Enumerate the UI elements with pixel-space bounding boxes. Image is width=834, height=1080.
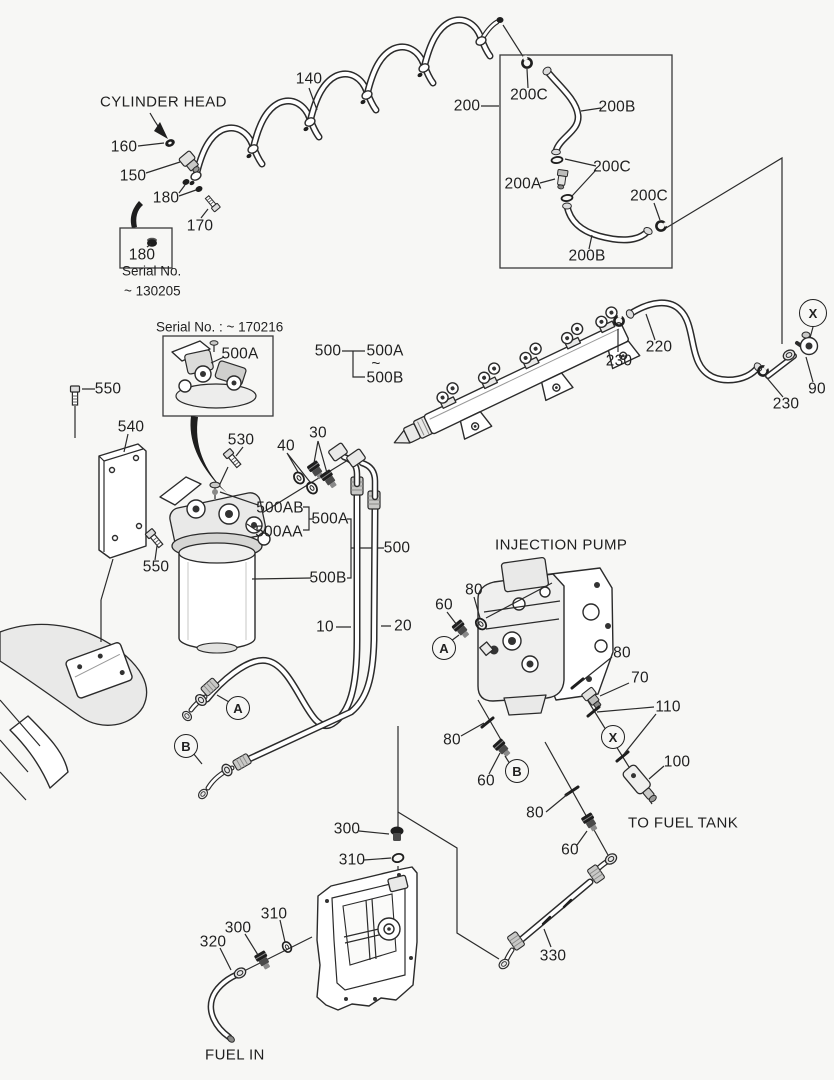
serial-note-1b: ~ 130205	[124, 283, 181, 299]
label-60-a: 60	[435, 596, 453, 614]
label-530: 530	[227, 431, 255, 449]
label-230-a: 230	[605, 352, 633, 370]
label-70: 70	[631, 669, 649, 687]
callout-a-pump: A	[432, 636, 456, 660]
label-30: 30	[309, 424, 327, 442]
label-200c-2: 200C	[593, 158, 631, 176]
injector-pipe-bundle-140	[189, 16, 504, 186]
label-100: 100	[663, 753, 691, 771]
fitting-300-top	[390, 826, 404, 841]
label-20: 20	[394, 617, 412, 635]
label-300-a: 300	[333, 820, 361, 838]
rail-mount-tabs	[459, 340, 641, 440]
label-80-b: 80	[613, 644, 631, 662]
label-80-c: 80	[443, 731, 461, 749]
filter-head-inset	[171, 340, 257, 409]
return-line-parts	[570, 656, 665, 803]
label-540: 540	[117, 418, 145, 436]
label-220: 220	[645, 338, 673, 356]
label-330: 330	[539, 947, 567, 965]
label-200b-2: 200B	[568, 247, 606, 265]
label-310-b: 310	[260, 905, 288, 923]
label-150: 150	[119, 167, 147, 185]
callout-x-top: X	[799, 299, 827, 327]
label-500: 500	[383, 539, 411, 557]
rail-ports	[436, 306, 618, 409]
label-10: 10	[316, 618, 334, 636]
gear-case-plate-group	[207, 826, 418, 1043]
label-200c-3: 200C	[630, 187, 668, 205]
label-320: 320	[199, 933, 227, 951]
fitting-150	[178, 150, 200, 173]
gear-case-plate	[316, 866, 418, 1011]
curved-arrow-500a	[190, 416, 227, 493]
legend-500b: 500B	[366, 369, 404, 387]
hose-assembly-box-200	[481, 52, 673, 269]
caption-injection-pump: INJECTION PUMP	[495, 536, 628, 554]
label-170: 170	[186, 217, 214, 235]
label-200: 200	[453, 97, 481, 115]
serial-note-2: Serial No. : ~ 170216	[156, 319, 284, 335]
label-200c-1: 200C	[510, 86, 548, 104]
callout-x-mid: X	[601, 725, 625, 749]
label-500a-inset: 500A	[221, 345, 259, 363]
curved-arrow-180	[130, 201, 143, 228]
label-60-c: 60	[561, 841, 579, 859]
label-550-b: 550	[142, 558, 170, 576]
fuel-rail	[393, 299, 819, 444]
caption-fuel-in: FUEL IN	[205, 1046, 265, 1064]
label-180-a: 180	[152, 189, 180, 207]
banjo-fitting-90	[765, 331, 819, 379]
overflow-valve-100	[622, 764, 657, 803]
serial-note-1a: Serial No.	[122, 263, 182, 279]
callout-b-mid: B	[505, 759, 529, 783]
label-140: 140	[295, 70, 323, 88]
serial-box-170216	[162, 335, 365, 493]
legend-500: 500	[314, 342, 342, 360]
label-40: 40	[277, 437, 295, 455]
cylinder-head-hardware	[119, 112, 221, 269]
b-line-parts	[460, 716, 514, 775]
feed-line-330	[496, 785, 620, 972]
injection-pump	[446, 556, 614, 716]
legend-500-bracket	[342, 350, 365, 378]
legend-500a: 500A	[366, 342, 404, 360]
label-180-b: 180	[128, 246, 156, 264]
caption-cylinder-head: CYLINDER HEAD	[100, 93, 227, 111]
label-160: 160	[110, 138, 138, 156]
check-valve-200a	[556, 169, 569, 190]
label-500ab: 500AB	[256, 499, 304, 517]
cylinder-head-arrow	[154, 122, 168, 139]
callout-b-hose: B	[174, 734, 198, 758]
filter-bracket-540	[69, 385, 244, 601]
fuel-filter-assembly-500	[159, 476, 384, 654]
label-110: 110	[655, 698, 681, 716]
hose-a-end-fitting	[180, 677, 221, 723]
legend-tilde: ~	[371, 355, 381, 373]
fittings-and-hoses	[180, 440, 391, 801]
label-230-b: 230	[772, 395, 800, 413]
caption-to-fuel-tank: TO FUEL TANK	[628, 814, 739, 832]
label-500a: 500A	[311, 510, 349, 528]
label-310-a: 310	[338, 851, 366, 869]
label-90: 90	[808, 380, 826, 398]
label-300-b: 300	[224, 919, 252, 937]
callout-a-hose: A	[226, 696, 250, 720]
hose-b-end-fitting	[196, 752, 253, 801]
label-550-a: 550	[94, 380, 122, 398]
label-80-d: 80	[526, 804, 544, 822]
label-200a: 200A	[504, 175, 542, 193]
engine-block-fragment	[0, 600, 148, 801]
washer-310-top	[391, 852, 405, 864]
filter-canister-500b	[178, 542, 256, 654]
serial-box-180	[119, 227, 173, 269]
label-200b-1: 200B	[598, 98, 636, 116]
label-80-a: 80	[465, 581, 483, 599]
label-500aa: 500AA	[255, 523, 303, 541]
label-60-b: 60	[477, 772, 495, 790]
label-500b: 500B	[309, 569, 347, 587]
